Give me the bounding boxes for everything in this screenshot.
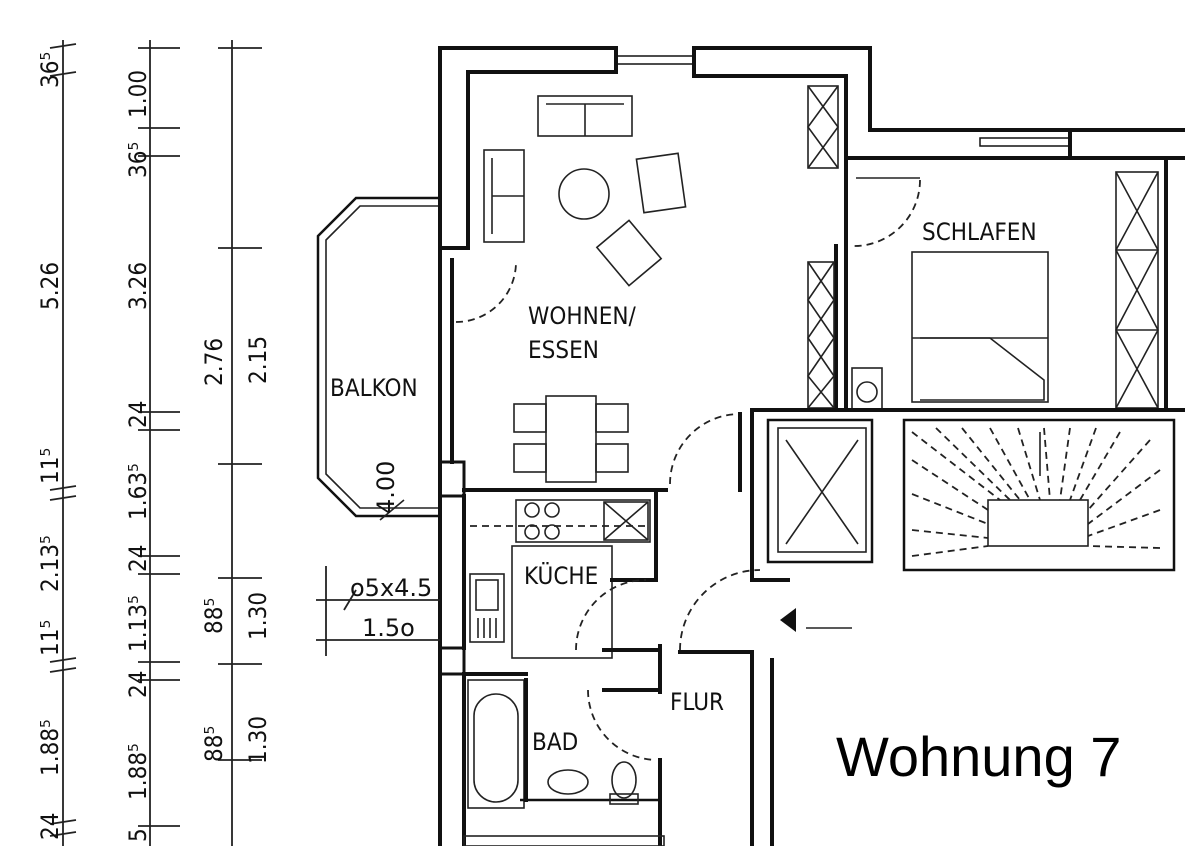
dim-col2-7: 24: [124, 671, 152, 698]
apartment-title: Wohnung 7: [836, 725, 1122, 788]
dim-col1-5: 1.88⁵: [36, 719, 64, 776]
outer-walls: [438, 46, 1185, 846]
room-label-wohnen-1: WOHNEN/: [528, 302, 637, 330]
dim-col2-5: 24: [124, 545, 152, 572]
dim-col1-6: 24: [36, 813, 64, 840]
balcony: BALKON 4.00: [316, 196, 440, 521]
dim-col1-3: 2.13⁵: [36, 535, 64, 592]
kitchen: KÜCHE: [462, 412, 742, 659]
dim-col4-1: 1.30: [244, 592, 272, 640]
dim-col3-0: 2.76: [200, 338, 228, 386]
balcony-depth-label: 4.00: [372, 461, 400, 514]
window-size-label: o5x4.5: [350, 574, 432, 602]
dim-col2-3: 24: [124, 401, 152, 428]
dim-col4-2: 1.30: [244, 716, 272, 764]
dim-col2-2: 3.26: [124, 262, 152, 310]
dim-col1-0: 36⁵: [36, 52, 64, 88]
bedroom: SCHLAFEN: [807, 85, 1168, 412]
dim-col2-9: 5: [124, 828, 152, 842]
dim-col3-2: 88⁵: [200, 726, 228, 762]
bathroom: BAD: [462, 672, 665, 846]
dimension-lines: 36⁵ 5.26 11⁵ 2.13⁵ 11⁵ 1.88⁵ 24 1.00 36⁵…: [36, 40, 272, 846]
dim-col1-4: 11⁵: [36, 620, 64, 656]
living-room: WOHNEN/ ESSEN: [455, 95, 687, 483]
dim-col4-0: 2.15: [244, 336, 272, 384]
stairwell: [750, 408, 1185, 582]
dim-col3-1: 88⁵: [200, 598, 228, 634]
dim-col2-0: 1.00: [124, 70, 152, 118]
dim-col2-6: 1.13⁵: [124, 595, 152, 652]
room-label-schlafen: SCHLAFEN: [922, 218, 1037, 246]
room-label-balkon: BALKON: [330, 374, 418, 402]
room-label-wohnen-2: ESSEN: [528, 336, 599, 364]
stair-steps: [911, 427, 1161, 557]
dim-col2-8: 1.88⁵: [124, 743, 152, 800]
dim-col2-4: 1.63⁵: [124, 463, 152, 520]
room-label-flur: FLUR: [670, 688, 724, 716]
window-height-label: 1.5o: [362, 614, 415, 642]
dim-col2-1: 36⁵: [124, 142, 152, 178]
dim-col1-2: 11⁵: [36, 448, 64, 484]
dim-col1-1: 5.26: [36, 262, 64, 310]
room-label-kueche: KÜCHE: [524, 561, 598, 590]
entrance-arrow-icon: [780, 608, 796, 632]
hall: FLUR: [575, 569, 852, 846]
room-label-bad: BAD: [532, 728, 578, 756]
window-annotation: o5x4.5 1.5o: [316, 566, 440, 656]
